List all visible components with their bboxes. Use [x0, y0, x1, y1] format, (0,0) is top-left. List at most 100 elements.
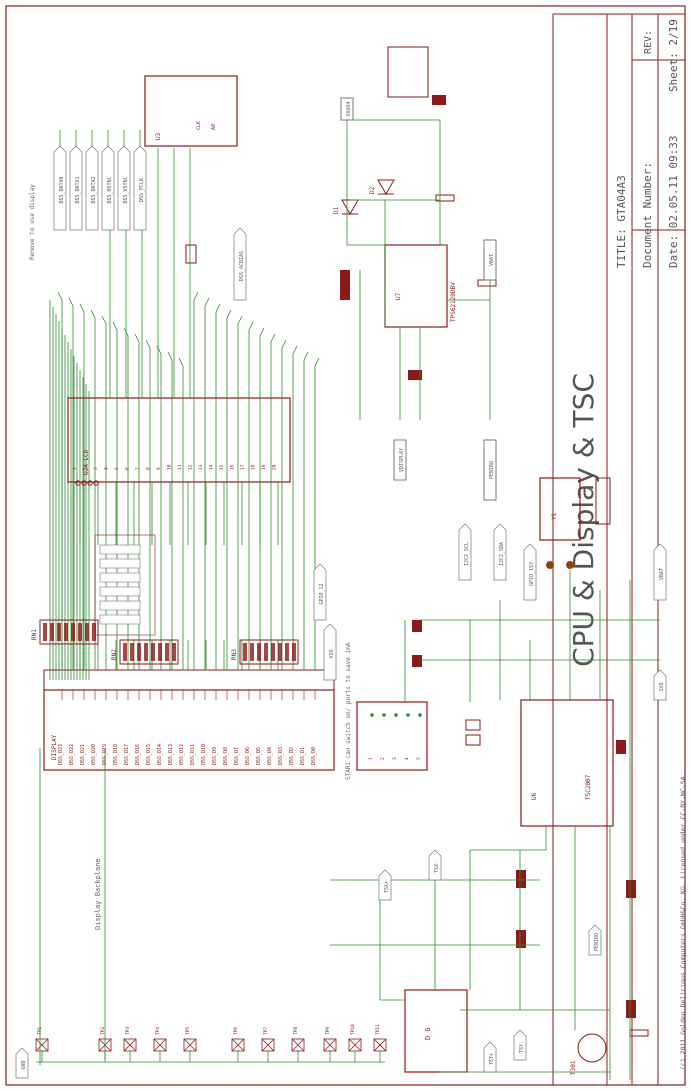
- svg-text:1V8: 1V8: [659, 682, 665, 691]
- chip-u3: U3 CLK A0: [144, 75, 238, 147]
- display-pin-label: DSS_D16: [135, 744, 141, 765]
- resistor-array-rn1: RN1: [31, 619, 99, 645]
- buffer-labels: [94, 534, 156, 636]
- title-line: TITLE: GTA04A3: [615, 175, 628, 268]
- svg-text:T301: T301: [570, 1060, 577, 1075]
- svg-text:19: 19: [261, 464, 267, 470]
- pin-note-2: STAR1 can switch on/ ports to save 1mA: [345, 642, 352, 780]
- display-pin-label: DSS_D10: [201, 744, 207, 765]
- display-pin-label: DSS_D8: [223, 747, 229, 765]
- rev-label: REV:: [643, 30, 654, 54]
- svg-text:18: 18: [251, 464, 257, 470]
- svg-text:I2C2_SDA: I2C2_SDA: [499, 542, 505, 566]
- svg-text:TP5: TP5: [185, 1027, 191, 1035]
- svg-text:TSX-: TSX-: [434, 861, 440, 873]
- svg-text:1: 1: [368, 757, 374, 760]
- tsc-chip-u6: U6 TSC2007: [520, 699, 614, 827]
- svg-text:U7: U7: [395, 292, 402, 300]
- copyright-text: (c) 2011 Golden Delicious Computers GmbH…: [679, 773, 687, 1070]
- crystal-y1: Y1: [539, 477, 611, 569]
- svg-text:20: 20: [272, 464, 278, 470]
- svg-text:U2A-LCD: U2A-LCD: [83, 449, 90, 475]
- test-point: TP11: [373, 1024, 387, 1062]
- document-number: Document Number:: [641, 162, 654, 268]
- display-pin-label: DSS_D17: [124, 744, 130, 765]
- svg-text:DSS_DATA2: DSS_DATA2: [91, 176, 97, 203]
- test-point: TP10: [348, 1024, 362, 1062]
- svg-text:Y1: Y1: [551, 512, 558, 520]
- svg-text:TPS62120DBV: TPS62120DBV: [450, 282, 457, 322]
- display-pin-label: DSS_D15: [146, 744, 152, 765]
- svg-text:DSS_DATA1: DSS_DATA1: [75, 176, 81, 203]
- svg-text:5: 5: [114, 467, 120, 470]
- svg-text:TP10: TP10: [350, 1024, 356, 1035]
- svg-text:PENIRQ: PENIRQ: [594, 933, 600, 951]
- display-pin-label: DSS_D23: [58, 744, 64, 765]
- diode-d2: D2: [369, 179, 395, 196]
- svg-text:6: 6: [125, 467, 131, 470]
- resistor-r703: [185, 244, 197, 264]
- display-pin-label: DSS_D9: [212, 747, 218, 765]
- svg-text:2: 2: [380, 757, 386, 760]
- display-pin-label: DSS_D6: [245, 747, 251, 765]
- display-pin-label: DSS_D21: [80, 744, 86, 765]
- svg-text:17: 17: [240, 464, 246, 470]
- diode-d1: D1: [333, 199, 359, 216]
- regulator-box: D G: [404, 989, 468, 1073]
- svg-text:RN2: RN2: [111, 649, 118, 660]
- svg-text:RN1: RN1: [31, 629, 38, 640]
- display-pin-label: DSS_D11: [190, 744, 196, 765]
- svg-text:11: 11: [177, 464, 183, 470]
- display-pin-label: DSS_D0: [311, 747, 317, 765]
- tsc-passives: [412, 620, 649, 1037]
- svg-text:TSX+: TSX+: [384, 881, 390, 893]
- display-pin-label: DSS_D14: [157, 744, 163, 765]
- svg-text:VDISPLAY: VDISPLAY: [399, 448, 405, 472]
- display-pin-label: DSS_D18: [113, 744, 119, 765]
- svg-text:VIO: VIO: [329, 649, 335, 658]
- svg-text:GPIO_157: GPIO_157: [529, 562, 535, 586]
- test-point: TP8: [291, 1027, 305, 1062]
- svg-text:3: 3: [392, 757, 398, 760]
- resistor-array-rn2: RN2: [111, 639, 179, 665]
- svg-text:RN3: RN3: [231, 649, 238, 660]
- svg-text:U3: U3: [155, 132, 162, 140]
- display-pin-label: DSS_D2: [289, 747, 295, 765]
- svg-text:DSS_PCLK: DSS_PCLK: [139, 178, 145, 202]
- test-point: TP9: [323, 1027, 337, 1062]
- svg-text:PENIRQ: PENIRQ: [489, 461, 495, 479]
- svg-text:U6: U6: [531, 792, 538, 800]
- svg-text:VBAT: VBAT: [489, 254, 495, 266]
- svg-text:GND: GND: [21, 1060, 27, 1069]
- svg-text:15: 15: [219, 464, 225, 470]
- transistor-t301: T301: [570, 1033, 607, 1075]
- test-point: TP6: [231, 1027, 245, 1062]
- display-pin-label: DSS_D3: [278, 747, 284, 765]
- svg-text:TSC2007: TSC2007: [585, 774, 592, 800]
- display-pin-label: DSS_D13: [168, 744, 174, 765]
- display-pin-label: DSS_D20: [91, 744, 97, 765]
- svg-text:13: 13: [198, 464, 204, 470]
- resistor-r702: [477, 279, 497, 287]
- display-pin-label: DSS_D22: [69, 744, 75, 765]
- display-pin-label: DSS_D5: [256, 747, 262, 765]
- resistor-array-rn3: RN3: [231, 639, 299, 665]
- svg-text:A0: A0: [211, 124, 217, 130]
- test-point: TP1: [35, 1027, 49, 1062]
- svg-text:D2: D2: [369, 186, 376, 194]
- resistor-r701: [435, 194, 455, 202]
- svg-text:TP2: TP2: [100, 1027, 106, 1035]
- svg-text:7: 7: [135, 467, 141, 470]
- svg-text:16: 16: [230, 464, 236, 470]
- svg-text:VBAT: VBAT: [659, 568, 665, 580]
- svg-text:TP4: TP4: [155, 1027, 161, 1035]
- ldo-u7: U7 TPS62120DBV: [384, 46, 457, 328]
- inductor-l1: [340, 270, 350, 300]
- svg-text:TP8: TP8: [293, 1027, 299, 1035]
- svg-text:14: 14: [209, 464, 215, 470]
- svg-text:TSY+: TSY+: [489, 1053, 495, 1065]
- svg-text:5: 5: [416, 757, 422, 760]
